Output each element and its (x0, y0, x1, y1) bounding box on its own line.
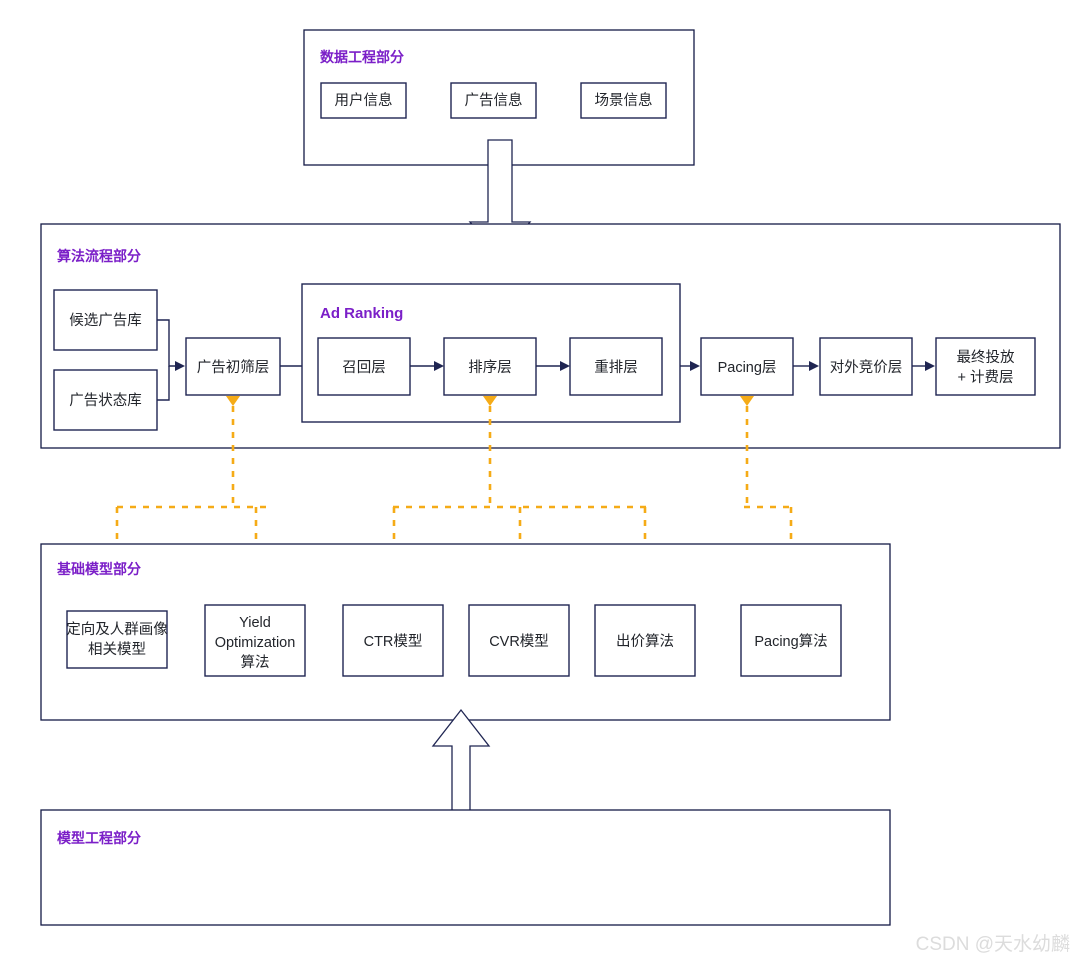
connector-bidding-to-delivery (912, 361, 935, 371)
node-cvr-model[interactable]: CVR模型 (468, 604, 570, 677)
node-rerank-layer-box[interactable] (569, 337, 663, 396)
node-final-delivery-layer-box[interactable] (935, 337, 1036, 396)
node-pacing-algorithm-box[interactable] (740, 604, 842, 677)
node-final-delivery-layer-label-line2: + 计费层 (958, 369, 1014, 386)
connector-sources-to-prefilter (157, 319, 185, 401)
node-ad-prefilter-layer-box[interactable] (185, 337, 281, 396)
dash-arrowhead-pacing (740, 396, 754, 406)
node-ad-status-pool[interactable]: 广告状态库 (53, 369, 158, 431)
node-ad-info-box[interactable] (450, 82, 537, 119)
node-ad-info-label: 广告信息 (465, 92, 523, 109)
block-arrow-modeleng-to-basemodel (431, 708, 491, 825)
node-yield-optimization-algorithm-box[interactable] (204, 604, 306, 677)
node-pacing-layer[interactable]: Pacing层 (700, 337, 794, 396)
node-rerank-layer[interactable]: 重排层 (569, 337, 663, 396)
section-base-model: 基础模型部分 定向及人群画像 相关模型 Yield Optimization 算… (40, 543, 891, 721)
node-yield-optimization-algorithm-label-line2: Optimization (215, 635, 296, 651)
node-candidate-ad-pool-box[interactable] (53, 289, 158, 351)
node-yield-optimization-algorithm-label-line3: 算法 (241, 654, 270, 671)
node-targeting-audience-model[interactable]: 定向及人群画像 相关模型 (66, 610, 168, 669)
node-ranking-layer[interactable]: 排序层 (443, 337, 537, 396)
node-pacing-layer-box[interactable] (700, 337, 794, 396)
section-algorithm-flow: 算法流程部分 候选广告库 广告状态库 广告初筛层 Ad (40, 223, 1061, 449)
node-rerank-layer-label: 重排层 (594, 359, 638, 376)
node-user-info-box[interactable] (320, 82, 407, 119)
node-ctr-model-box[interactable] (342, 604, 444, 677)
node-ad-status-pool-box[interactable] (53, 369, 158, 431)
node-bidding-algorithm[interactable]: 出价算法 (594, 604, 696, 677)
section-data-engineering: 数据工程部分 用户信息 广告信息 场景信息 (303, 29, 695, 166)
node-external-bidding-layer-box[interactable] (819, 337, 913, 396)
node-user-info-label: 用户信息 (335, 92, 393, 109)
connector-recall-to-ranking (410, 361, 444, 371)
node-ad-prefilter-layer-label: 广告初筛层 (197, 359, 270, 376)
node-user-info[interactable]: 用户信息 (320, 82, 407, 119)
node-cvr-model-box[interactable] (468, 604, 570, 677)
node-recall-layer[interactable]: 召回层 (317, 337, 411, 396)
node-scene-info-box[interactable] (580, 82, 667, 119)
dash-arrowhead-ranking (483, 396, 497, 406)
connector-ranking-to-rerank (536, 361, 570, 371)
node-yield-optimization-algorithm-label-line1: Yield (239, 615, 271, 631)
node-ad-info[interactable]: 广告信息 (450, 82, 537, 119)
node-scene-info-label: 场景信息 (595, 92, 653, 109)
section-data-engineering-title: 数据工程部分 (320, 49, 404, 65)
section-model-engineering-title: 模型工程部分 (57, 830, 141, 846)
group-ad-ranking-title: Ad Ranking (320, 305, 403, 322)
node-cvr-model-label: CVR模型 (489, 633, 549, 650)
node-external-bidding-layer[interactable]: 对外竞价层 (819, 337, 913, 396)
node-bidding-algorithm-box[interactable] (594, 604, 696, 677)
node-targeting-audience-model-box[interactable] (66, 610, 168, 669)
node-pacing-algorithm[interactable]: Pacing算法 (740, 604, 842, 677)
group-ad-ranking: Ad Ranking 召回层 排序层 重排层 (301, 283, 681, 423)
watermark-text: CSDN @天水幼麟 (916, 933, 1070, 955)
node-targeting-audience-model-label-line2: 相关模型 (88, 641, 146, 658)
section-base-model-title: 基础模型部分 (57, 561, 141, 577)
node-candidate-ad-pool[interactable]: 候选广告库 (53, 289, 158, 351)
node-final-delivery-layer[interactable]: 最终投放 + 计费层 (935, 337, 1036, 396)
node-final-delivery-layer-label-line1: 最终投放 (957, 349, 1015, 366)
connector-pacing-to-bidding (793, 361, 819, 371)
node-pacing-layer-label: Pacing层 (718, 360, 777, 376)
node-ad-prefilter-layer[interactable]: 广告初筛层 (185, 337, 281, 396)
section-model-engineering-frame (40, 809, 891, 926)
node-recall-layer-box[interactable] (317, 337, 411, 396)
node-ranking-layer-box[interactable] (443, 337, 537, 396)
node-bidding-algorithm-label: 出价算法 (616, 633, 674, 650)
node-ctr-model[interactable]: CTR模型 (342, 604, 444, 677)
node-external-bidding-layer-label: 对外竞价层 (830, 358, 903, 376)
section-model-engineering: 模型工程部分 (40, 809, 891, 926)
node-candidate-ad-pool-label: 候选广告库 (69, 312, 142, 329)
node-targeting-audience-model-label-line1: 定向及人群画像 (66, 621, 168, 638)
connector-adranking-to-pacing (680, 361, 700, 371)
node-scene-info[interactable]: 场景信息 (580, 82, 667, 119)
node-recall-layer-label: 召回层 (342, 359, 386, 376)
node-pacing-algorithm-label: Pacing算法 (754, 633, 827, 650)
node-ranking-layer-label: 排序层 (468, 359, 512, 376)
node-ctr-model-label: CTR模型 (364, 633, 423, 650)
dash-arrowhead-prefilter (226, 396, 240, 406)
section-algorithm-flow-title: 算法流程部分 (57, 248, 141, 264)
node-ad-status-pool-label: 广告状态库 (69, 392, 142, 409)
node-yield-optimization-algorithm[interactable]: Yield Optimization 算法 (204, 604, 306, 677)
